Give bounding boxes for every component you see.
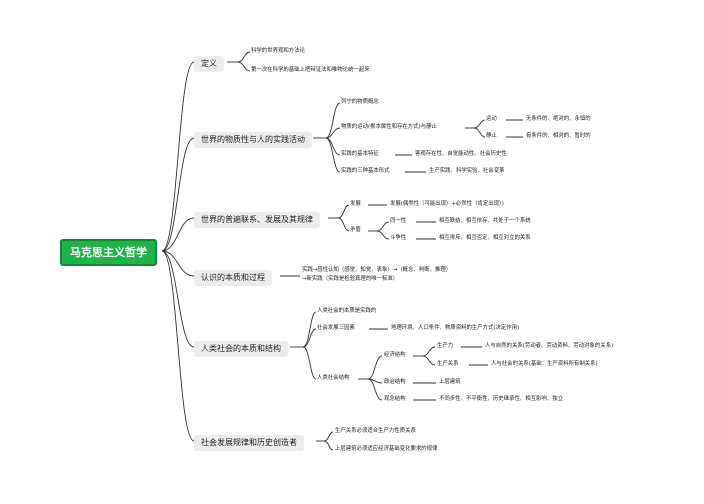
motion-stillness-desc[interactable]: 有条件的、相对的、暂时的 bbox=[526, 133, 591, 139]
contradiction-identity-desc[interactable]: 相互联结、相互依存、共处于一个系统 bbox=[439, 218, 531, 224]
structure-political[interactable]: 政治结构 bbox=[384, 379, 406, 385]
edge-material-2 bbox=[325, 127, 341, 139]
structure-ideological[interactable]: 观念结构 bbox=[384, 396, 406, 402]
contradiction-identity[interactable]: 同一性 bbox=[390, 218, 407, 224]
edge-contradiction-2 bbox=[376, 230, 390, 240]
edge-root-society bbox=[161, 250, 195, 348]
society-essence[interactable]: 人类社会的本质是实践的 bbox=[317, 308, 377, 314]
connection-development[interactable]: 发展 bbox=[350, 201, 361, 207]
branch-connection[interactable]: 世界的普遍联系、发展及其规律 bbox=[194, 212, 320, 228]
practice-forms[interactable]: 实践的三种基本形式 bbox=[341, 168, 390, 174]
edge-structure-1 bbox=[367, 355, 383, 380]
cognition-process-line-2[interactable]: →新实践（实践是检验真理的唯一标准） bbox=[302, 276, 399, 282]
edge-root-material bbox=[161, 137, 195, 252]
contradiction-struggle-desc[interactable]: 相互排斥、相互否定、相互对立的关系 bbox=[439, 235, 531, 241]
economic-productivity[interactable]: 生产力 bbox=[437, 343, 454, 349]
definition-item-1[interactable]: 科学的世界观和方法论 bbox=[251, 48, 305, 54]
economic-productivity-desc[interactable]: 人与自然的关系(劳动者、劳动资料、劳动对象的关系) bbox=[485, 343, 614, 349]
structure-economic[interactable]: 经济结构 bbox=[384, 352, 406, 358]
branch-laws[interactable]: 社会发展规律和历史创造者 bbox=[194, 435, 304, 451]
edge-society-2 bbox=[302, 328, 317, 348]
edge-society-1 bbox=[302, 311, 317, 348]
society-three-factors[interactable]: 社会发展三因素 bbox=[317, 325, 355, 331]
connection-development-desc[interactable]: 发展(偶然性（可能出现）+必然性（肯定出现）) bbox=[390, 201, 504, 207]
edge-laws-1 bbox=[323, 431, 334, 442]
practice-forms-desc[interactable]: 生产实践、科学实验、社会变革 bbox=[429, 168, 505, 174]
laws-item-1[interactable]: 生产关系必须适合生产力性质关系 bbox=[335, 428, 416, 434]
structure-political-desc[interactable]: 上层建筑 bbox=[439, 379, 461, 385]
material-item-lenin[interactable]: 列宁的物质概念 bbox=[341, 99, 379, 105]
society-structure[interactable]: 人类社会结构 bbox=[317, 375, 350, 381]
motion-movement-desc[interactable]: 无条件的、绝对的、永恒的 bbox=[526, 116, 591, 122]
motion-movement[interactable]: 运动 bbox=[486, 116, 497, 122]
practice-features[interactable]: 实践的基本特征 bbox=[341, 151, 379, 157]
edge-connection-2 bbox=[337, 217, 350, 232]
edge-connection-1 bbox=[337, 204, 350, 219]
branch-cognition[interactable]: 认识的本质和过程 bbox=[194, 270, 272, 286]
edge-structure-3 bbox=[367, 378, 383, 401]
definition-item-2[interactable]: 第一次在科学的基础上把辩证法和唯物论统一起来 bbox=[251, 67, 370, 73]
edge-definition-1 bbox=[237, 51, 251, 63]
edge-material-1 bbox=[325, 102, 341, 139]
connection-contradiction[interactable]: 矛盾 bbox=[350, 227, 361, 233]
economic-relations-desc[interactable]: 人与社会的关系(基础：生产资料所有制关系) bbox=[491, 361, 598, 367]
edge-contradiction-1 bbox=[376, 221, 390, 232]
edge-laws-2 bbox=[323, 440, 334, 451]
society-three-factors-desc[interactable]: 地理环境、人口条件、物质资料的生产方式(决定作用) bbox=[391, 325, 520, 331]
economic-relations[interactable]: 生产关系 bbox=[437, 361, 459, 367]
contradiction-struggle[interactable]: 斗争性 bbox=[390, 235, 407, 241]
root-node[interactable]: 马克思主义哲学 bbox=[60, 239, 157, 266]
structure-ideological-desc[interactable]: 不同步性、不平衡性、历史继承性、相互影响、独立 bbox=[439, 396, 563, 402]
edge-material-4 bbox=[325, 137, 341, 173]
edge-economic-2 bbox=[422, 355, 436, 366]
edge-economic-1 bbox=[422, 346, 436, 357]
edge-material-3 bbox=[325, 137, 341, 156]
motion-stillness[interactable]: 静止 bbox=[486, 133, 497, 139]
branch-definition[interactable]: 定义 bbox=[194, 56, 224, 72]
edge-society-3 bbox=[302, 346, 317, 380]
edge-root-laws bbox=[161, 250, 195, 442]
material-motion[interactable]: 物质的运动(根本属性和存在方式)与静止 bbox=[341, 124, 437, 130]
edge-motion-2 bbox=[473, 127, 486, 138]
edge-root-cognition bbox=[161, 250, 195, 277]
laws-item-2[interactable]: 上层建筑必须适应经济基础变化要求的规律 bbox=[335, 446, 438, 452]
edge-definition-2 bbox=[237, 61, 251, 72]
branch-society[interactable]: 人类社会的本质和结构 bbox=[194, 341, 288, 357]
cognition-process-line-1[interactable]: 实践→感性认知（感觉、知觉、表象）→（概念、判断、推理） bbox=[302, 267, 452, 273]
edge-motion-1 bbox=[473, 119, 486, 129]
branch-material[interactable]: 世界的物质性与人的实践活动 bbox=[194, 132, 312, 148]
practice-features-desc[interactable]: 客观存在性、自觉能动性、社会历史性 bbox=[415, 151, 507, 157]
edge-root-connection bbox=[161, 217, 195, 252]
edge-root-definition bbox=[161, 61, 195, 252]
